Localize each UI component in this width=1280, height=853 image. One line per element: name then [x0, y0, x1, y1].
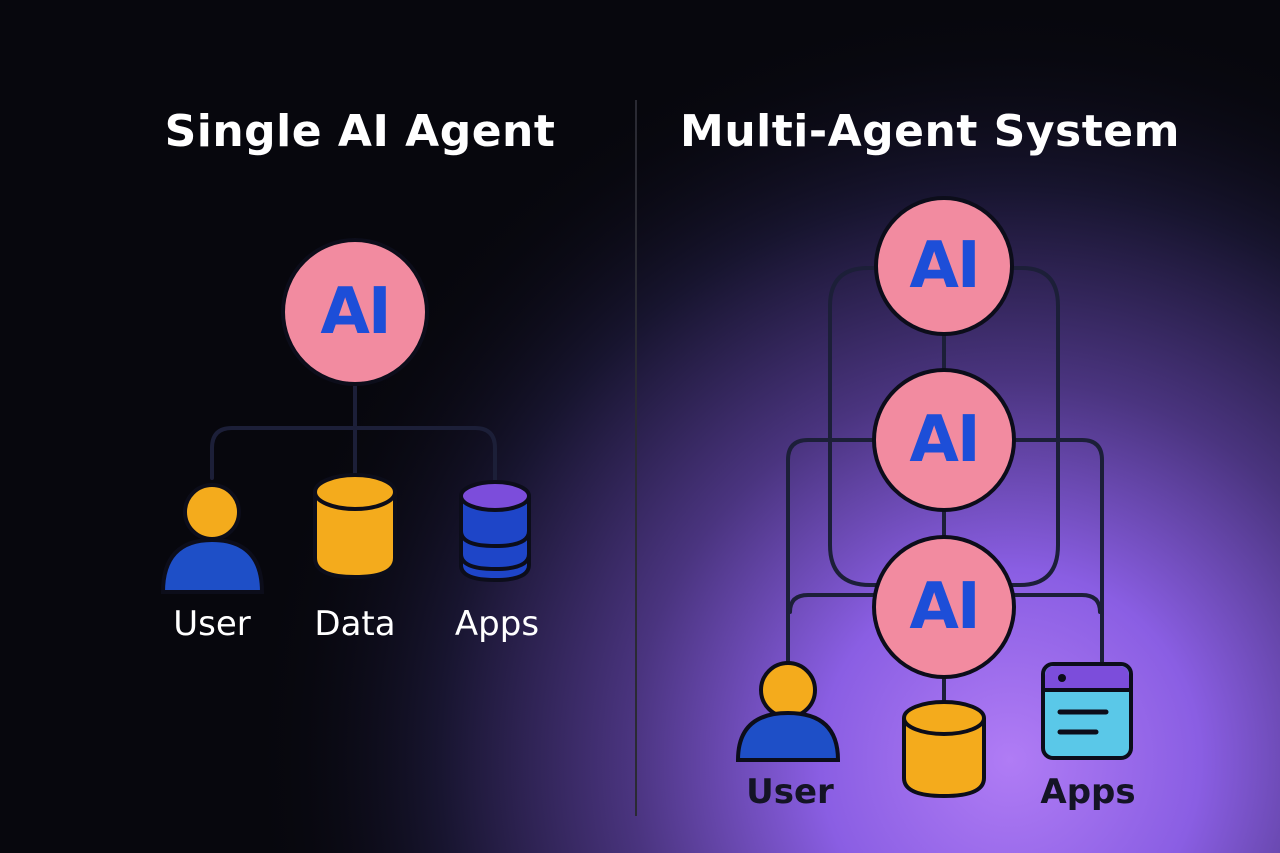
connector-outer-loop [828, 266, 882, 587]
section-divider [635, 100, 637, 816]
user-label: User [173, 604, 251, 644]
user-label: User [746, 772, 834, 812]
database-icon [313, 473, 397, 580]
user-icon [735, 661, 841, 762]
connector-mid-branch-right [1010, 438, 1104, 670]
apps-stack-icon [459, 480, 531, 583]
app-window-icon [1041, 662, 1133, 760]
user-icon [160, 483, 265, 594]
connector-low-branch-right [1010, 593, 1102, 614]
ai-agent-node-middle: AI [872, 368, 1016, 512]
ai-agent-node-bottom: AI [872, 535, 1016, 679]
ai-agent-node-top: AI [874, 196, 1014, 336]
connector-mid-branch [786, 438, 878, 672]
single-agent-title: Single AI Agent [164, 106, 556, 157]
connector-branch [210, 426, 497, 490]
data-label: Data [314, 604, 396, 644]
multi-agent-title: Multi-Agent System [680, 106, 1180, 157]
single-agent-connectors [210, 380, 497, 490]
connector-outer-loop-right [1008, 266, 1060, 587]
connector-low-branch [788, 593, 878, 614]
database-icon [902, 700, 986, 799]
apps-label: Apps [1040, 772, 1136, 812]
ai-agent-node: AI [281, 238, 429, 386]
apps-label: Apps [454, 604, 540, 644]
